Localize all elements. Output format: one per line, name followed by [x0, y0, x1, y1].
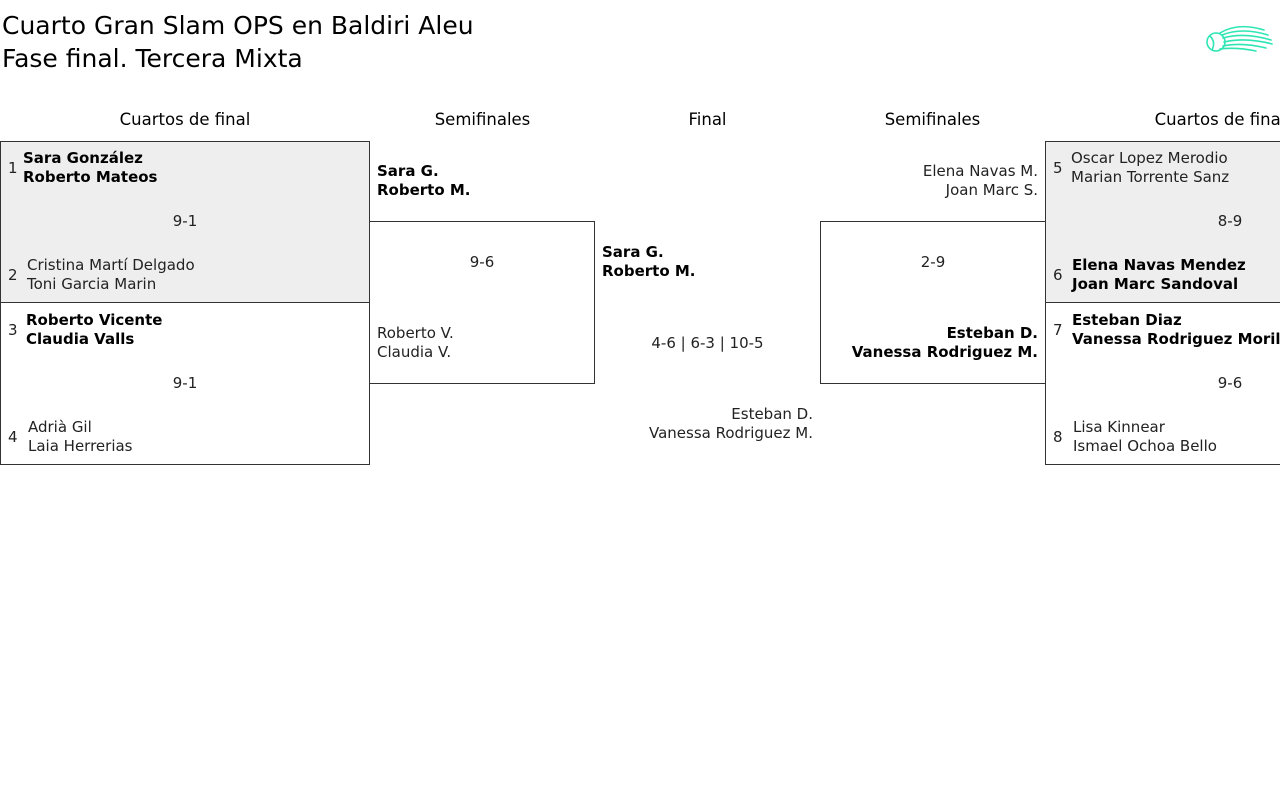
sf2-bottom-team: Esteban D. Vanessa Rodriguez M. — [820, 324, 1038, 362]
round-header-sf-right: Semifinales — [884, 110, 981, 129]
player-name: Joan Marc S. — [945, 181, 1038, 199]
tournament-title: Cuarto Gran Slam OPS en Baldiri Aleu — [2, 11, 474, 40]
team-name: Adrià Gil Laia Herrerias — [28, 418, 133, 456]
qf2-bottom-entry: 4 Adrià Gil Laia Herrerias — [8, 418, 133, 456]
qf4-score: 9-6 — [1217, 374, 1243, 392]
team-name: Esteban Diaz Vanessa Rodriguez Morillo — [1072, 311, 1280, 349]
team-name: Elena Navas Mendez Joan Marc Sandoval — [1072, 256, 1246, 294]
qf3-top-entry: 5 Oscar Lopez Merodio Marian Torrente Sa… — [1053, 149, 1229, 187]
qf4-match-box — [1045, 302, 1280, 465]
player-name: Roberto Mateos — [23, 168, 158, 186]
sf1-top-team: Sara G. Roberto M. — [377, 162, 471, 200]
seed-number: 7 — [1053, 320, 1063, 339]
player-name: Roberto Vicente — [26, 311, 163, 329]
qf1-bottom-entry: 2 Cristina Martí Delgado Toni Garcia Mar… — [8, 256, 195, 294]
final-top-team: Sara G. Roberto M. — [602, 243, 696, 281]
final-score: 4-6 | 6-3 | 10-5 — [651, 334, 764, 352]
qf2-top-entry: 3 Roberto Vicente Claudia Valls — [8, 311, 162, 349]
player-name: Adrià Gil — [28, 418, 92, 436]
sf2-top-team: Elena Navas M. Joan Marc S. — [820, 162, 1038, 200]
player-name: Ismael Ochoa Bello — [1073, 437, 1217, 455]
qf4-top-entry: 7 Esteban Diaz Vanessa Rodriguez Morillo — [1053, 311, 1280, 349]
seed-number: 3 — [8, 320, 18, 339]
player-name: Claudia Valls — [26, 330, 135, 348]
round-header-qf-right: Cuartos de final — [1154, 110, 1280, 129]
qf2-score: 9-1 — [172, 374, 198, 392]
round-header-sf-left: Semifinales — [434, 110, 531, 129]
tennis-ball-motion-icon — [1204, 20, 1274, 62]
qf3-score: 8-9 — [1217, 212, 1243, 230]
player-name: Lisa Kinnear — [1073, 418, 1165, 436]
player-name: Esteban D. — [946, 324, 1038, 342]
qf1-score: 9-1 — [172, 212, 198, 230]
seed-number: 2 — [8, 265, 18, 284]
sf1-match-box — [369, 221, 595, 384]
player-name: Marian Torrente Sanz — [1071, 168, 1230, 186]
player-name: Sara G. — [377, 162, 439, 180]
player-name: Esteban D. — [731, 405, 813, 423]
seed-number: 4 — [8, 427, 18, 446]
player-name: Oscar Lopez Merodio — [1071, 149, 1228, 167]
player-name: Cristina Martí Delgado — [27, 256, 195, 274]
team-name: Oscar Lopez Merodio Marian Torrente Sanz — [1071, 149, 1229, 187]
team-name: Lisa Kinnear Ismael Ochoa Bello — [1073, 418, 1217, 456]
player-name: Vanessa Rodriguez Morillo — [1072, 330, 1280, 348]
phase-subtitle: Fase final. Tercera Mixta — [2, 44, 303, 73]
sf1-bottom-team: Roberto V. Claudia V. — [377, 324, 454, 362]
player-name: Roberto V. — [377, 324, 454, 342]
final-bottom-team: Esteban D. Vanessa Rodriguez M. — [595, 405, 813, 443]
page-title: Cuarto Gran Slam OPS en Baldiri Aleu Fas… — [2, 9, 474, 75]
player-name: Elena Navas M. — [922, 162, 1038, 180]
seed-number: 5 — [1053, 158, 1063, 177]
qf3-bottom-entry: 6 Elena Navas Mendez Joan Marc Sandoval — [1053, 256, 1246, 294]
qf4-bottom-entry: 8 Lisa Kinnear Ismael Ochoa Bello — [1053, 418, 1217, 456]
seed-number: 8 — [1053, 427, 1063, 446]
player-name: Claudia V. — [377, 343, 452, 361]
sf1-score: 9-6 — [469, 253, 495, 271]
team-name: Sara González Roberto Mateos — [23, 149, 158, 187]
player-name: Roberto M. — [377, 181, 471, 199]
player-name: Sara G. — [602, 243, 664, 261]
seed-number: 1 — [8, 158, 18, 177]
sf2-score: 2-9 — [920, 253, 946, 271]
player-name: Sara González — [23, 149, 143, 167]
player-name: Joan Marc Sandoval — [1072, 275, 1239, 293]
player-name: Vanessa Rodriguez M. — [851, 343, 1038, 361]
player-name: Roberto M. — [602, 262, 696, 280]
player-name: Toni Garcia Marin — [27, 275, 157, 293]
seed-number: 6 — [1053, 265, 1063, 284]
team-name: Cristina Martí Delgado Toni Garcia Marin — [27, 256, 195, 294]
player-name: Laia Herrerias — [28, 437, 133, 455]
qf3-match-box — [1045, 141, 1280, 303]
round-header-qf-left: Cuartos de final — [119, 110, 251, 129]
player-name: Esteban Diaz — [1072, 311, 1182, 329]
round-header-final: Final — [688, 110, 727, 129]
player-name: Elena Navas Mendez — [1072, 256, 1246, 274]
qf1-top-entry: 1 Sara González Roberto Mateos — [8, 149, 158, 187]
player-name: Vanessa Rodriguez M. — [648, 424, 813, 442]
team-name: Roberto Vicente Claudia Valls — [26, 311, 162, 349]
